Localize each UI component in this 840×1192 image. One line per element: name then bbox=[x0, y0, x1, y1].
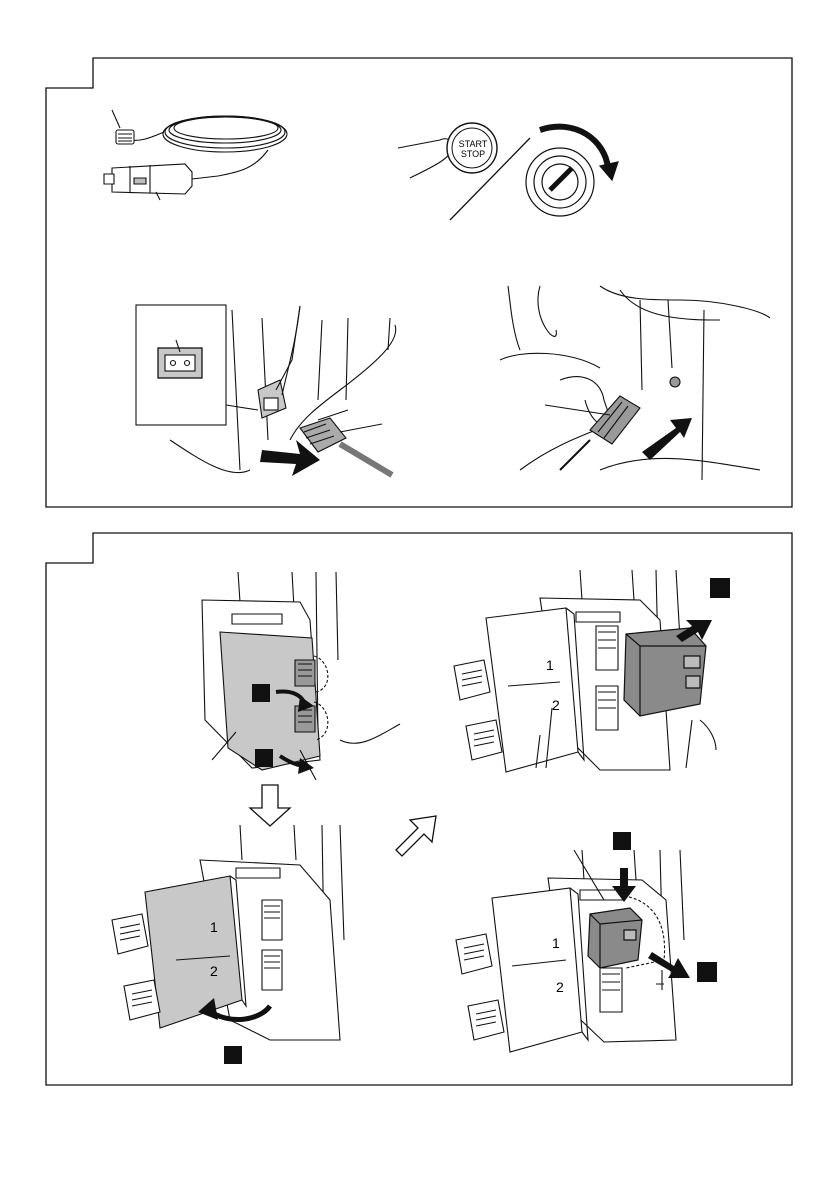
adapter-seated-illustration bbox=[456, 850, 684, 1052]
start-stop-button-illustration: START STOP bbox=[398, 123, 530, 220]
tray-number-1: 1 bbox=[210, 919, 218, 935]
step-marker-icon bbox=[710, 578, 730, 598]
panel-b-illustration: 1 2 1 2 bbox=[0, 520, 840, 1100]
unit-cover-open-illustration bbox=[112, 825, 344, 1040]
step-marker-icon bbox=[224, 1046, 242, 1064]
tray-number-2: 2 bbox=[556, 979, 564, 995]
panel-a-frame bbox=[46, 58, 792, 507]
tray-number-2: 2 bbox=[552, 697, 560, 713]
tray-number-1: 1 bbox=[546, 657, 554, 673]
usb-adapter-illustration bbox=[624, 628, 706, 716]
insert-arrow-icon bbox=[260, 440, 320, 476]
unit-closed-illustration bbox=[202, 572, 400, 780]
usb-adapter-seated-illustration bbox=[588, 908, 642, 968]
step-marker-icon bbox=[255, 749, 273, 767]
step-marker-icon bbox=[252, 684, 270, 702]
tray-number-1: 1 bbox=[552, 935, 560, 951]
panel-a: START STOP bbox=[0, 0, 840, 520]
ignition-key-illustration bbox=[526, 127, 618, 216]
next-step-down-arrow-icon bbox=[250, 785, 290, 826]
insert-arrow-icon bbox=[642, 418, 692, 460]
tray-number-2: 2 bbox=[210, 963, 218, 979]
panel-a-illustration: START STOP bbox=[0, 0, 840, 520]
step-marker-icon bbox=[613, 832, 631, 850]
start-label: START bbox=[459, 139, 488, 149]
next-step-up-arrow-icon bbox=[396, 816, 436, 856]
step-marker-icon bbox=[697, 962, 717, 982]
stop-label: STOP bbox=[461, 149, 485, 159]
socket-closeup-illustration bbox=[136, 305, 396, 475]
panel-b: 1 2 1 2 bbox=[0, 520, 840, 1100]
charger-cable-illustration bbox=[104, 110, 287, 200]
dashboard-socket-illustration bbox=[500, 286, 770, 480]
